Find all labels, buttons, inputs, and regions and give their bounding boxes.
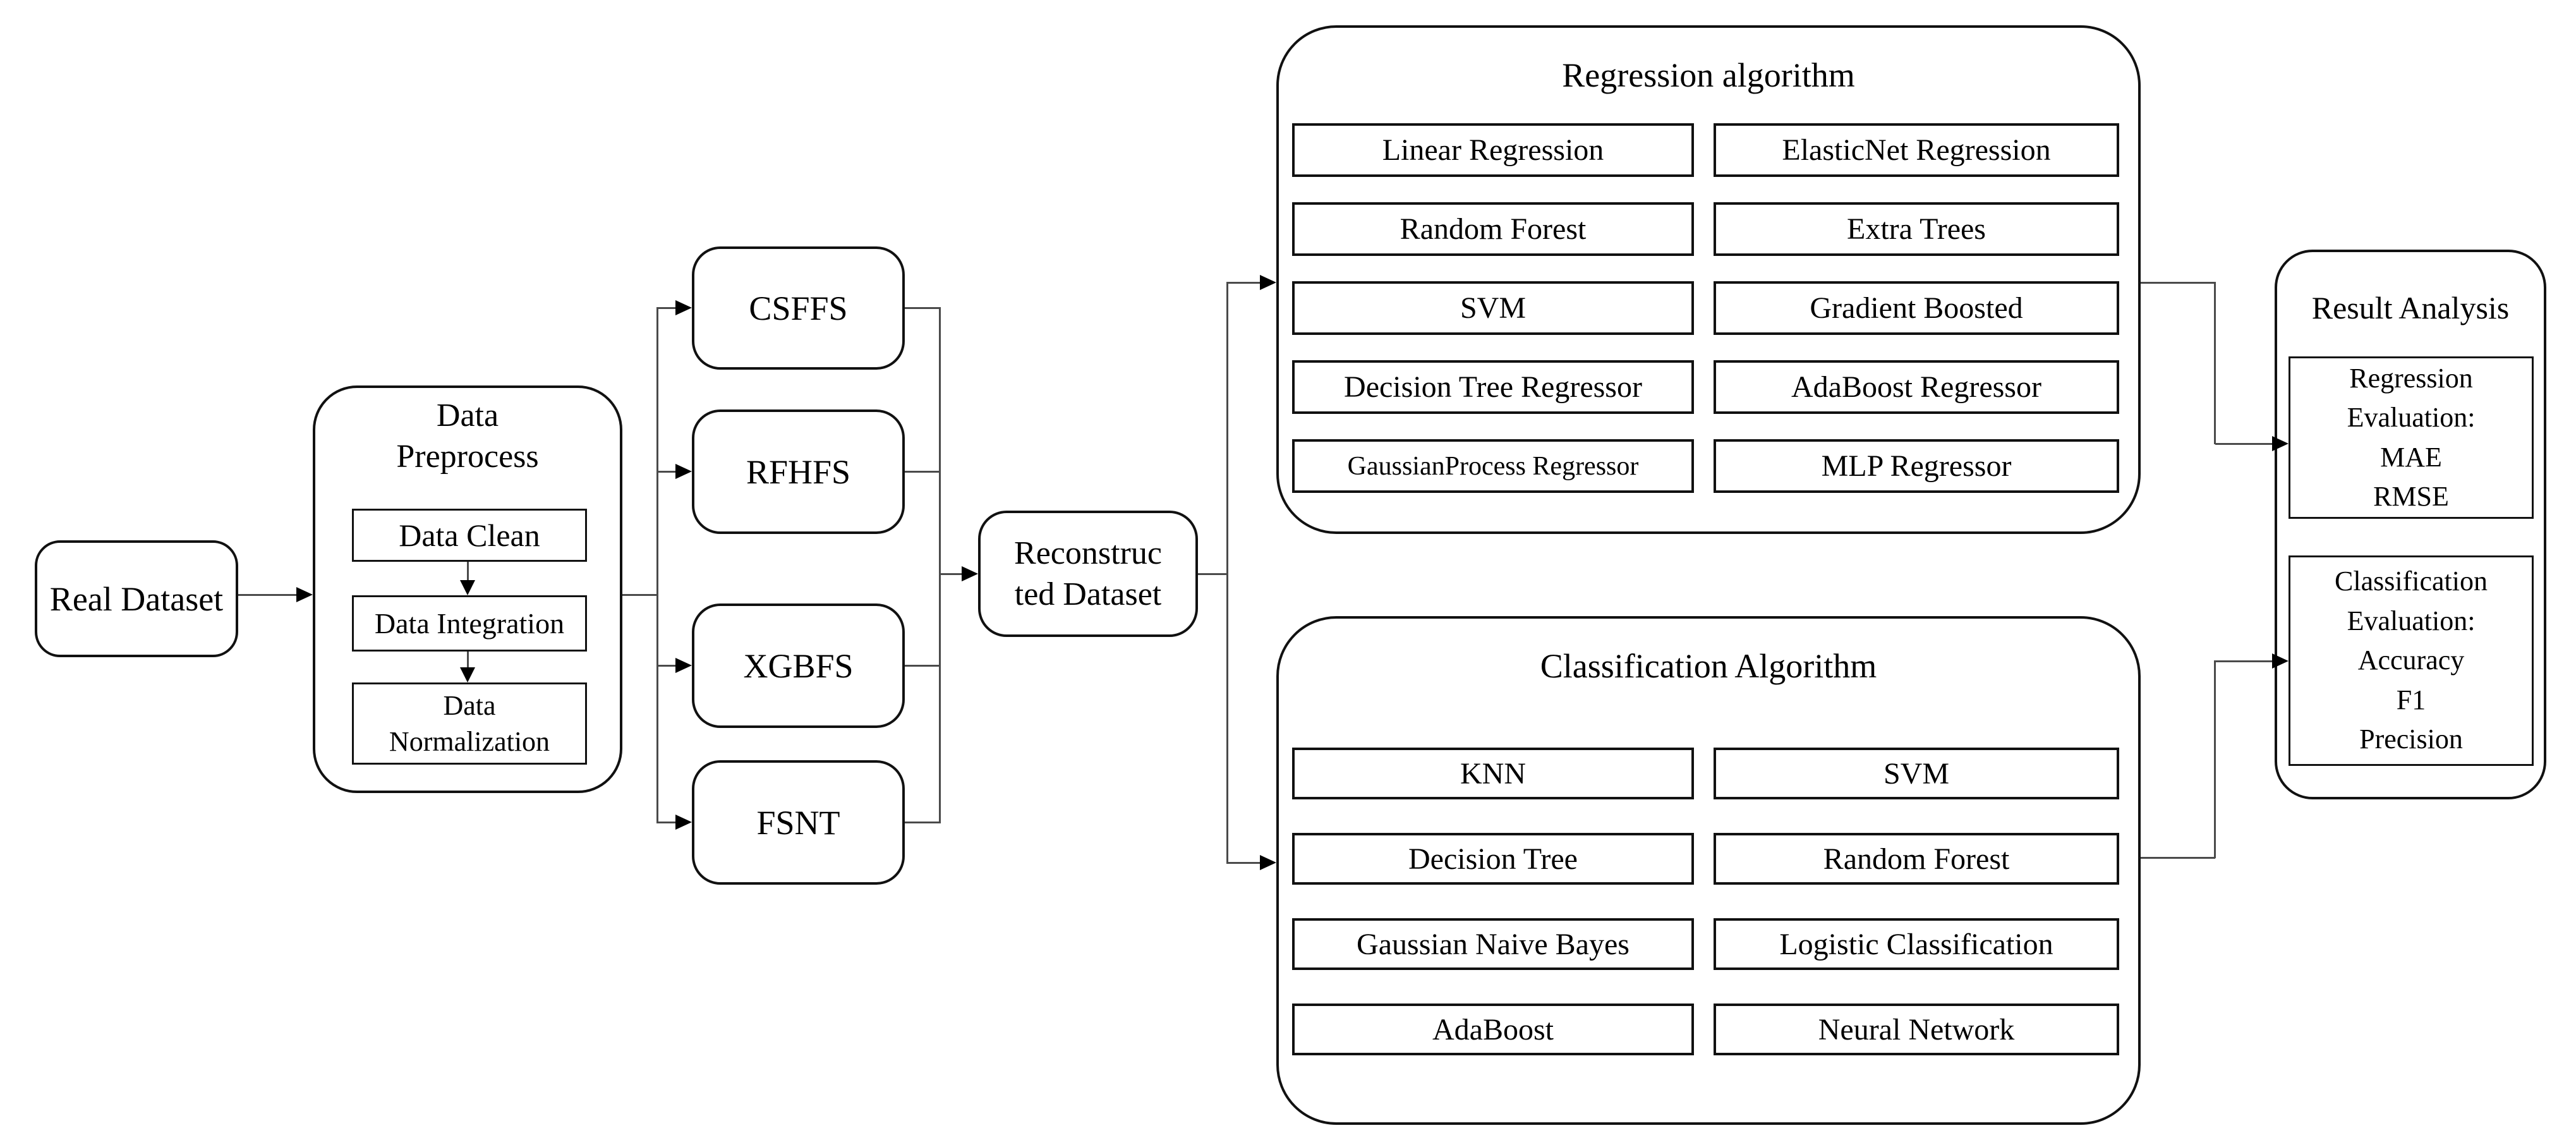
- connector-algo-split-vertical: [1226, 282, 1228, 864]
- classification-algo-logistic-classification: Logistic Classification: [1714, 918, 2119, 970]
- connector-regression-down: [2214, 282, 2216, 444]
- connector-fs-split-vertical: [656, 307, 658, 823]
- classification-panel-title: Classification Algorithm: [1540, 647, 1877, 685]
- regression-algo-extra-trees: Extra Trees: [1714, 202, 2119, 256]
- arrowhead-down-icon: [460, 667, 475, 682]
- regression-algo-random-forest: Random Forest: [1292, 202, 1694, 256]
- preprocess-step-data-integration: Data Integration: [352, 595, 587, 652]
- connector-to-xgbfs: [658, 665, 677, 667]
- regression-algo-gradient-boosted: Gradient Boosted: [1714, 281, 2119, 335]
- regression-algo-adaboost-regressor: AdaBoost Regressor: [1714, 360, 2119, 414]
- classification-algo-neural-network: Neural Network: [1714, 1004, 2119, 1055]
- reconstructed-dataset-node: Reconstruc ted Dataset: [978, 511, 1198, 637]
- arrowhead-right-icon: [675, 658, 692, 673]
- classification-algo-knn: KNN: [1292, 748, 1694, 799]
- arrowhead-right-icon: [1260, 855, 1276, 870]
- connector-classification-out: [2141, 857, 2215, 859]
- regression-evaluation-box: Regression Evaluation: MAE RMSE: [2289, 356, 2534, 519]
- regression-algo-mlp-regressor: MLP Regressor: [1714, 439, 2119, 493]
- connector-reconstructed-out: [1198, 573, 1228, 575]
- regression-algo-svm: SVM: [1292, 281, 1694, 335]
- feature-selection-csffs-node: CSFFS: [692, 246, 905, 370]
- regression-algo-linear-regression: Linear Regression: [1292, 123, 1694, 177]
- arrowhead-right-icon: [962, 566, 978, 581]
- connector-to-reconstructed: [940, 573, 963, 575]
- result-analysis-title: Result Analysis: [2311, 290, 2510, 325]
- preprocess-step-data-normalization: Data Normalization: [352, 682, 587, 765]
- connector-fsnt-out: [905, 822, 940, 823]
- arrowhead-right-icon: [2272, 436, 2289, 451]
- classification-algo-svm: SVM: [1714, 748, 2119, 799]
- regression-algo-elasticnet-regression: ElasticNet Regression: [1714, 123, 2119, 177]
- real-dataset-node: Real Dataset: [35, 540, 238, 657]
- connector-regression-out: [2141, 282, 2215, 284]
- connector-rfhfs-out: [905, 471, 940, 473]
- regression-algo-gaussianprocess-regressor: GaussianProcess Regressor: [1292, 439, 1694, 493]
- classification-algo-gaussian-naive-bayes: Gaussian Naive Bayes: [1292, 918, 1694, 970]
- classification-evaluation-box: Classification Evaluation: Accuracy F1 P…: [2289, 555, 2534, 766]
- connector-integration-to-normalization: [467, 652, 469, 669]
- arrowhead-right-icon: [675, 815, 692, 830]
- connector-to-regression-panel: [1228, 282, 1261, 284]
- arrowhead-right-icon: [1260, 275, 1276, 290]
- connector-to-regression-evaluation: [2215, 443, 2273, 445]
- feature-selection-rfhfs-node: RFHFS: [692, 409, 905, 534]
- connector-csffs-out: [905, 307, 940, 309]
- connector-clean-to-integration: [467, 562, 469, 581]
- arrowhead-right-icon: [296, 587, 313, 602]
- classification-algo-random-forest: Random Forest: [1714, 833, 2119, 885]
- arrowhead-right-icon: [675, 464, 692, 479]
- connector-classification-up: [2214, 660, 2216, 858]
- connector-real-to-preprocess: [238, 594, 298, 596]
- connector-preprocess-out: [622, 594, 658, 596]
- regression-algo-decision-tree-regressor: Decision Tree Regressor: [1292, 360, 1694, 414]
- data-preprocess-title: Data Preprocess: [396, 397, 539, 475]
- connector-to-classification-panel: [1228, 862, 1261, 864]
- arrowhead-right-icon: [2272, 653, 2289, 669]
- connector-to-fsnt: [658, 822, 677, 823]
- arrowhead-right-icon: [675, 300, 692, 315]
- connector-to-rfhfs: [658, 471, 677, 473]
- classification-algo-decision-tree: Decision Tree: [1292, 833, 1694, 885]
- arrowhead-down-icon: [460, 580, 475, 595]
- connector-xgbfs-out: [905, 665, 940, 667]
- classification-algo-adaboost: AdaBoost: [1292, 1004, 1694, 1055]
- real-dataset-label: Real Dataset: [49, 579, 224, 618]
- connector-to-csffs: [658, 307, 677, 309]
- connector-fs-merge-vertical: [939, 307, 941, 823]
- regression-panel-title: Regression algorithm: [1562, 56, 1855, 94]
- feature-selection-xgbfs-node: XGBFS: [692, 603, 905, 728]
- preprocess-step-data-clean: Data Clean: [352, 509, 587, 562]
- feature-selection-fsnt-node: FSNT: [692, 760, 905, 885]
- connector-to-classification-evaluation: [2215, 660, 2273, 662]
